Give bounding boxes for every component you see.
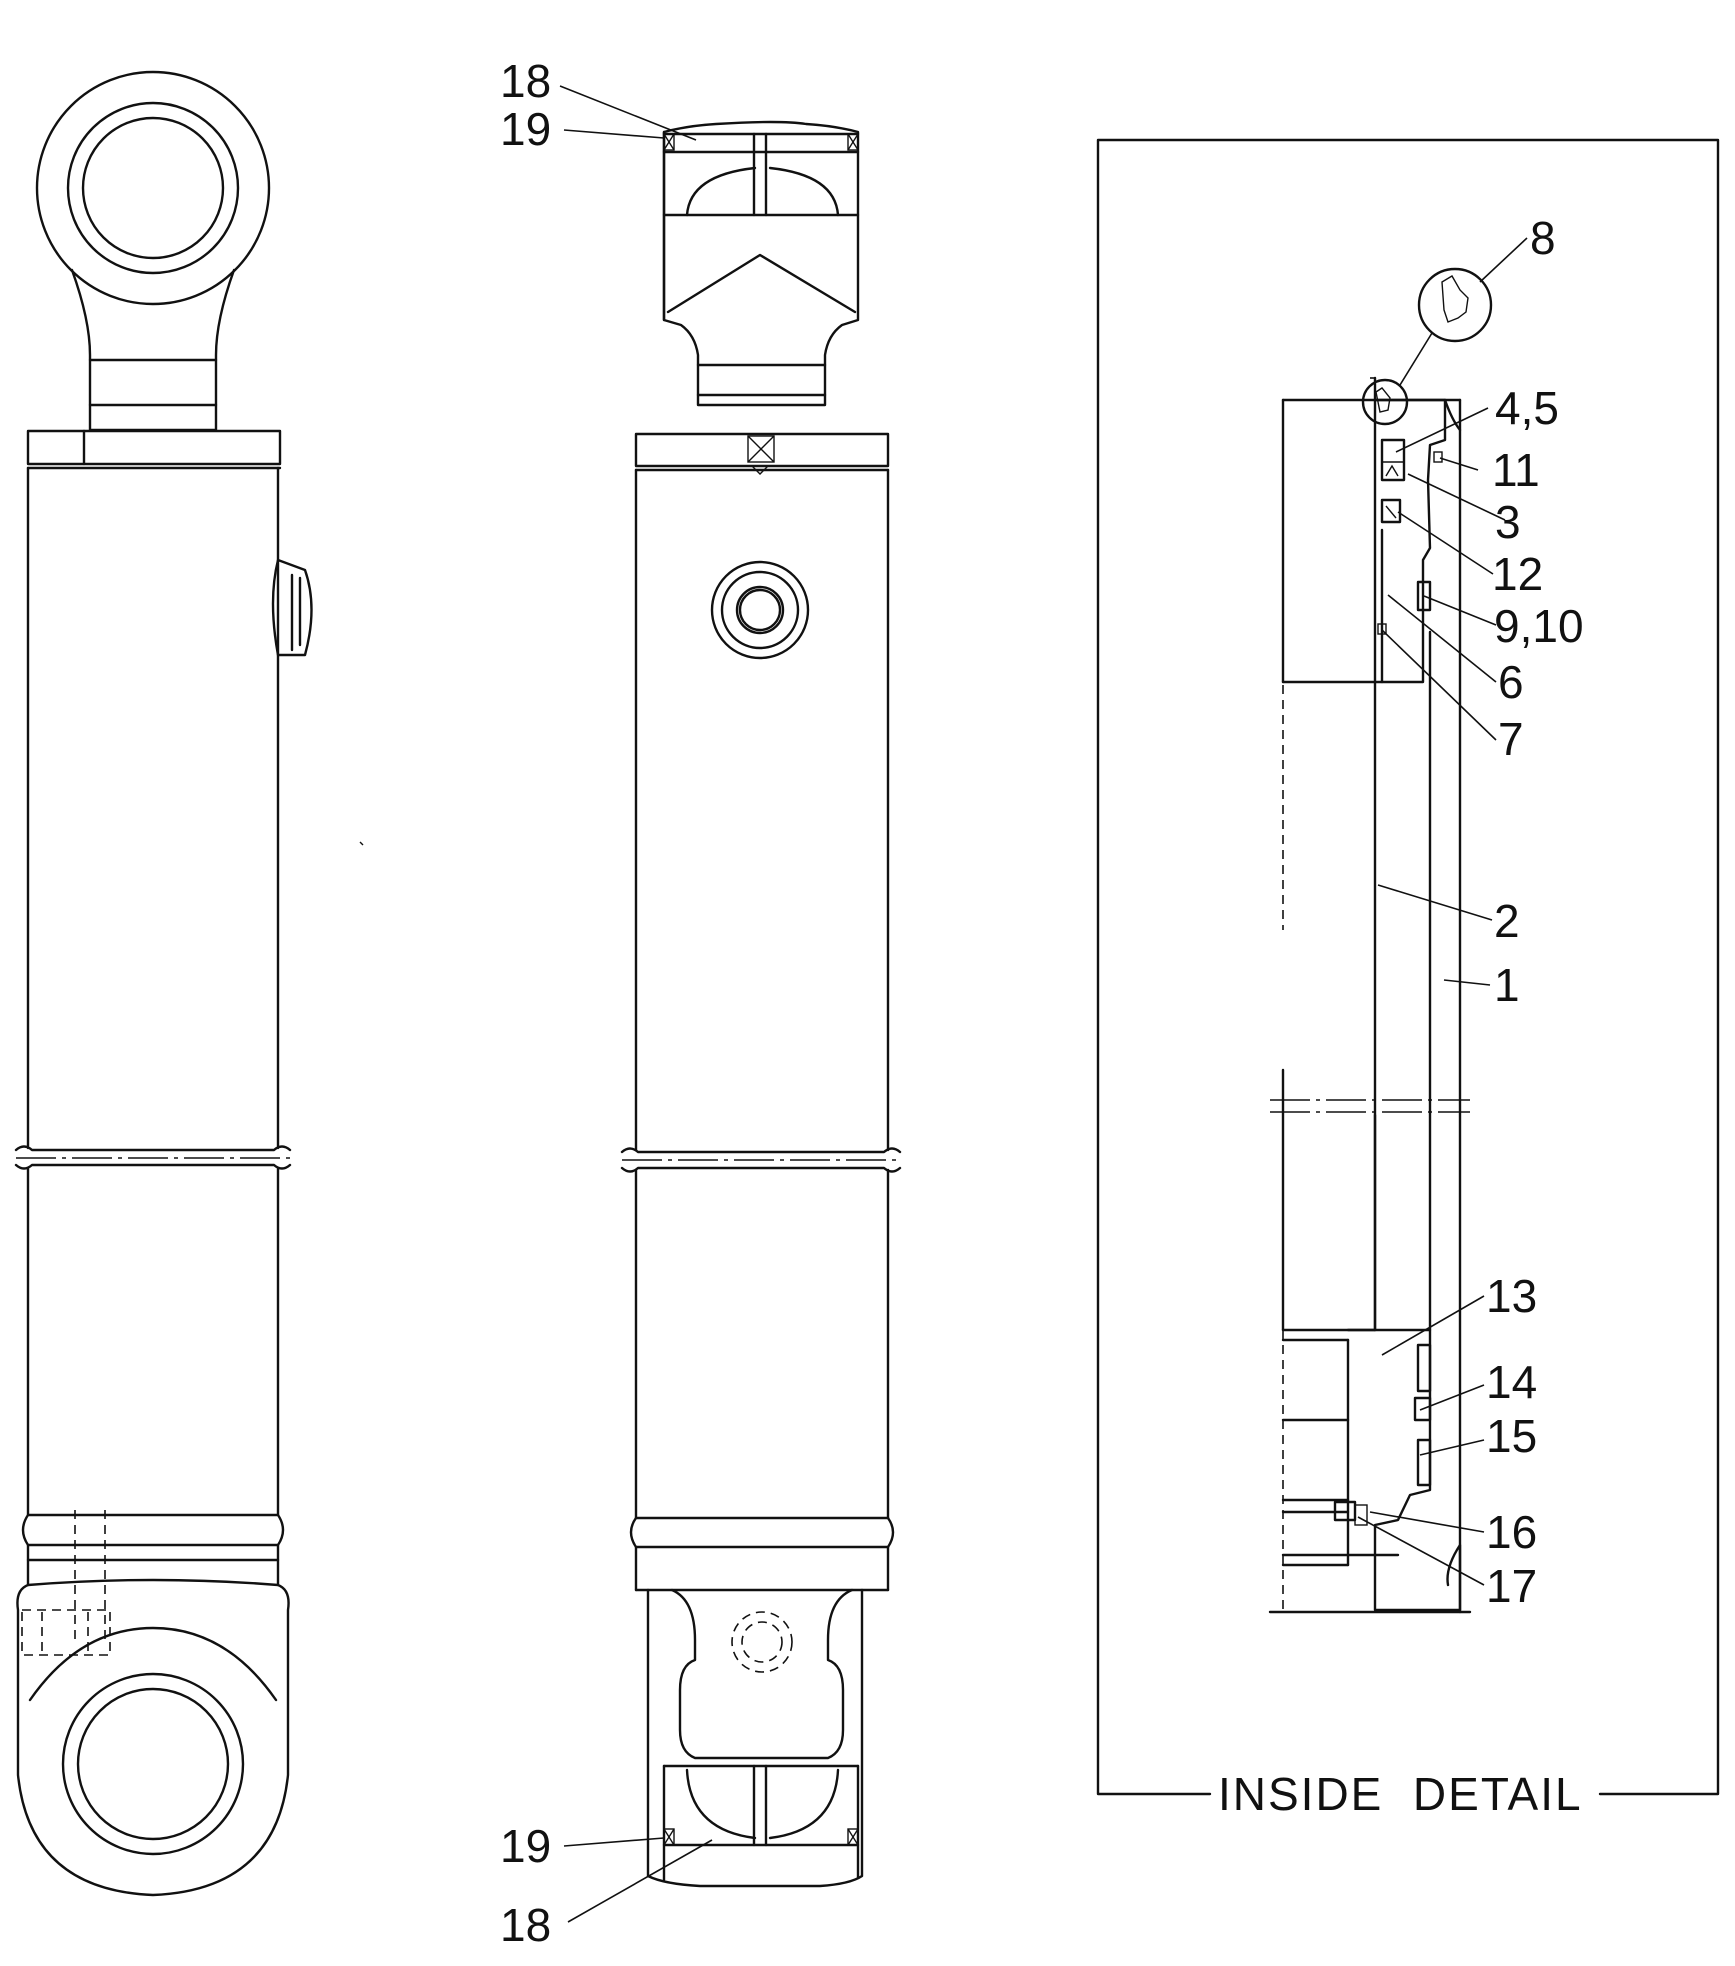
callout-11: 11 bbox=[1492, 444, 1540, 496]
callout-13: 13 bbox=[1486, 1270, 1537, 1322]
callout-1: 1 bbox=[1494, 959, 1520, 1011]
callout-18-bottom: 18 bbox=[500, 1899, 551, 1951]
cylinder-side-view bbox=[14, 70, 313, 1897]
callout-19-bottom: 19 bbox=[500, 1820, 551, 1872]
inset-caption: INSIDE DETAIL bbox=[1218, 1768, 1583, 1820]
callout-14: 14 bbox=[1486, 1356, 1537, 1408]
cylinder-front-view bbox=[620, 120, 902, 1888]
callout-4-5: 4,5 bbox=[1495, 382, 1559, 434]
callout-12: 12 bbox=[1492, 548, 1543, 600]
callout-7: 7 bbox=[1498, 713, 1524, 765]
inset-frame bbox=[1096, 138, 1720, 1796]
stray-mark bbox=[359, 841, 364, 846]
callout-16: 16 bbox=[1486, 1506, 1537, 1558]
callout-labels: 18 19 19 18 8 4,5 11 3 12 9,10 6 7 2 1 1… bbox=[500, 55, 1584, 1951]
callout-8: 8 bbox=[1530, 212, 1556, 264]
callout-18-top: 18 bbox=[500, 55, 551, 107]
callout-15: 15 bbox=[1486, 1410, 1537, 1462]
callout-19-top: 19 bbox=[500, 103, 551, 155]
inside-detail-inset bbox=[1096, 138, 1720, 1796]
callout-2: 2 bbox=[1494, 895, 1520, 947]
callout-17: 17 bbox=[1486, 1560, 1537, 1612]
callout-9-10: 9,10 bbox=[1494, 600, 1584, 652]
callout-6: 6 bbox=[1498, 656, 1524, 708]
leader-lines bbox=[559, 85, 1528, 1923]
callout-3: 3 bbox=[1495, 496, 1521, 548]
